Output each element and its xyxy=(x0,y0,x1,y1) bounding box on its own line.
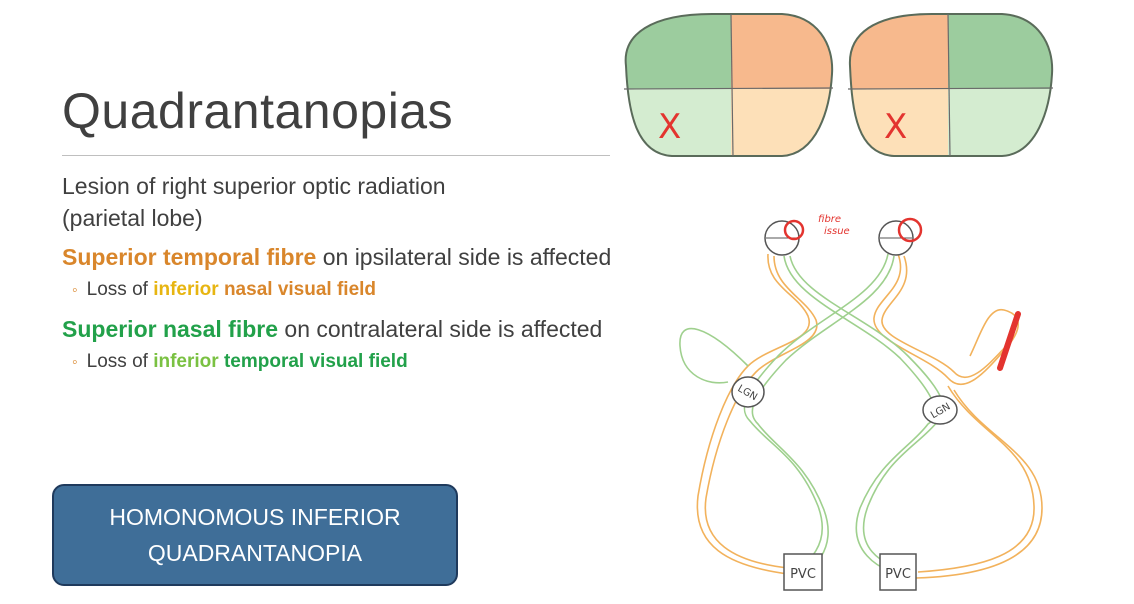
point1-sub-inferior: inferior xyxy=(153,279,218,300)
lesion-line-1: Lesion of right superior optic radiation xyxy=(62,173,446,199)
lesion-line-2: (parietal lobe) xyxy=(62,205,203,231)
point2-rest: on contralateral side is affected xyxy=(278,316,602,342)
left-temporal-superior-quadrant xyxy=(612,4,731,89)
right-temporal-inferior-quadrant xyxy=(948,89,1058,166)
point1-sub-bullet: ◦ Loss of inferior nasal visual field xyxy=(72,277,622,304)
visual-pathway-diagram: fibre issue LGN LGN PVC PVC xyxy=(648,206,1058,598)
left-pvc-box: PVC xyxy=(784,554,822,590)
visual-pathway-svg: fibre issue LGN LGN PVC PVC xyxy=(648,206,1058,598)
bullet-icon: ◦ xyxy=(72,350,78,376)
point1-sub-prefix: Loss of xyxy=(87,279,154,300)
right-eye-x-mark: X xyxy=(884,107,907,147)
slide-title: Quadrantanopias xyxy=(62,82,453,140)
superior-temporal-fibre-label: Superior temporal fibre xyxy=(62,244,316,270)
bullet-icon: ◦ xyxy=(72,278,78,304)
fibre-issue-annotation-line1: fibre xyxy=(818,214,841,225)
fibre-issue-annotation-line2: issue xyxy=(824,226,850,237)
point2-sub-inferior: inferior xyxy=(153,351,218,372)
right-pvc-box: PVC xyxy=(880,554,916,590)
point-superior-temporal: Superior temporal fibre on ipsilateral s… xyxy=(62,241,622,273)
left-pvc-label: PVC xyxy=(790,567,816,582)
left-lgn-node: LGN xyxy=(732,377,764,407)
superior-nasal-fibre-label: Superior nasal fibre xyxy=(62,316,278,342)
left-nasal-inferior-quadrant xyxy=(731,89,841,166)
right-pvc-label: PVC xyxy=(885,567,911,582)
point2-sub-text: Loss of inferior temporal visual field xyxy=(87,349,408,375)
right-temporal-superior-quadrant xyxy=(948,4,1058,89)
right-eye-globe xyxy=(879,221,913,255)
left-nasal-superior-quadrant xyxy=(731,4,841,89)
title-divider xyxy=(62,155,610,156)
visual-fields-svg: X X xyxy=(612,4,1070,166)
visual-fields-diagram: X X xyxy=(612,4,1070,166)
optic-radiation-lesion-mark xyxy=(1000,314,1018,368)
right-lgn-node: LGN xyxy=(923,396,957,424)
callout-line-1: HOMONOMOUS INFERIOR xyxy=(109,499,400,535)
orange-fibres xyxy=(697,254,1042,578)
callout-line-2: QUADRANTANOPIA xyxy=(148,535,362,571)
point-superior-nasal: Superior nasal fibre on contralateral si… xyxy=(62,313,622,345)
point2-sub-field: temporal visual field xyxy=(219,351,408,372)
slide-body: Lesion of right superior optic radiation… xyxy=(62,170,622,376)
diagnosis-callout: HOMONOMOUS INFERIOR QUADRANTANOPIA xyxy=(52,484,458,586)
point2-sub-bullet: ◦ Loss of inferior temporal visual field xyxy=(72,349,622,376)
lesion-description: Lesion of right superior optic radiation… xyxy=(62,170,622,234)
point1-rest: on ipsilateral side is affected xyxy=(316,244,611,270)
point2-sub-prefix: Loss of xyxy=(87,351,154,372)
point1-sub-text: Loss of inferior nasal visual field xyxy=(87,277,376,303)
left-eye-x-mark: X xyxy=(658,107,681,147)
point1-sub-field: nasal visual field xyxy=(219,279,376,300)
